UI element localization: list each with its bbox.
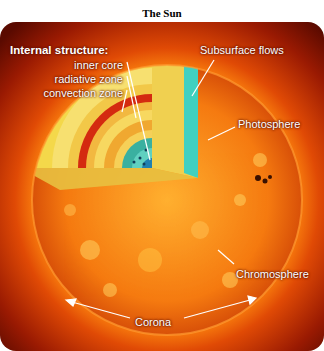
part-label: convection zone xyxy=(44,87,124,99)
part-label: Chromosphere xyxy=(236,268,309,280)
label-holder: Corona xyxy=(135,312,171,330)
title: The Sun xyxy=(142,7,181,19)
title-box: The Sun xyxy=(0,3,324,21)
part-label: Photosphere xyxy=(238,118,300,130)
label-holder: convection zone xyxy=(44,83,124,101)
part-label: inner core xyxy=(74,59,123,71)
part-label: Corona xyxy=(135,316,171,328)
label-holder: Photosphere xyxy=(238,114,300,132)
label-holder: Internal structure: xyxy=(10,40,108,58)
part-label: radiative zone xyxy=(55,73,124,85)
heading-label: Internal structure: xyxy=(10,44,108,56)
part-label: Subsurface flows xyxy=(200,44,284,56)
label-holder: Chromosphere xyxy=(236,264,309,282)
label-holder: radiative zone xyxy=(55,69,124,87)
label-holder: Subsurface flows xyxy=(200,40,284,58)
label-holder: inner core xyxy=(74,55,123,73)
